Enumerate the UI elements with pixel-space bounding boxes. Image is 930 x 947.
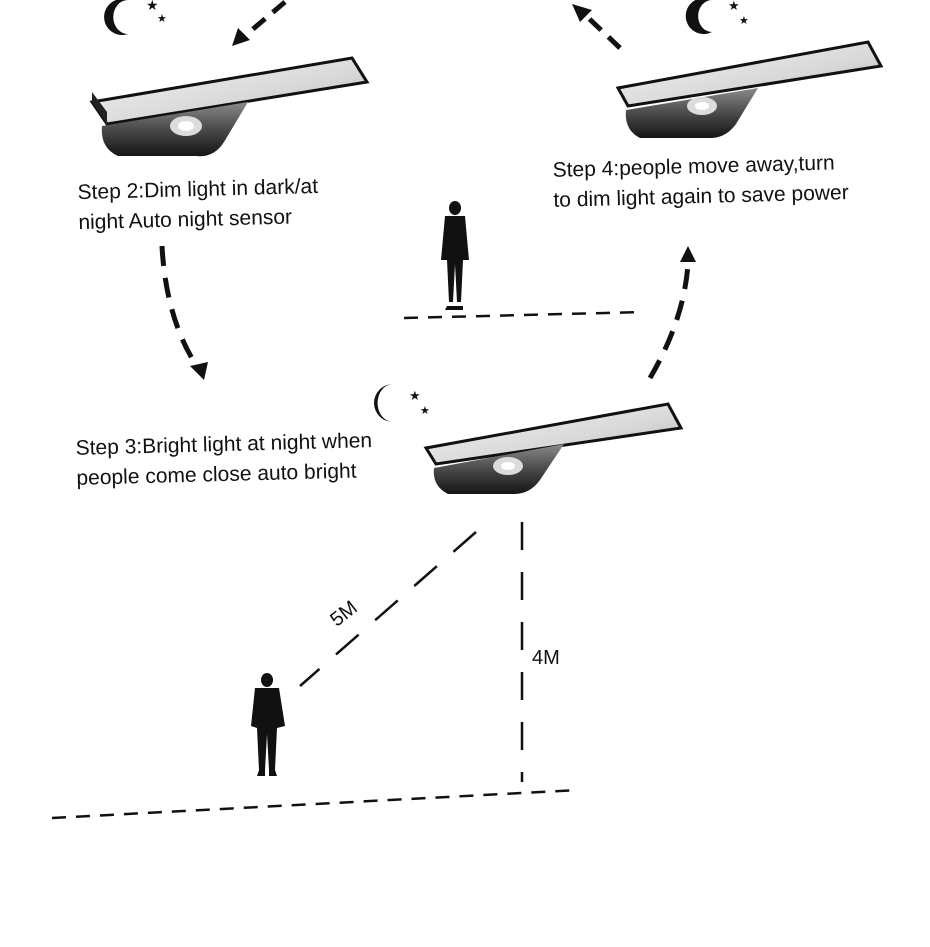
arrow-step1-to-step2 bbox=[232, 0, 287, 46]
svg-text:★: ★ bbox=[728, 0, 740, 14]
svg-text:★: ★ bbox=[739, 14, 749, 27]
ground-line-upper bbox=[403, 310, 645, 320]
arrow-step2-to-step3 bbox=[159, 245, 208, 380]
diagonal-distance-label: 5M bbox=[326, 597, 361, 631]
ground-line-lower bbox=[51, 788, 579, 820]
svg-text:★: ★ bbox=[420, 404, 430, 417]
step3-caption: Step 3:Bright light at night when people… bbox=[75, 426, 373, 494]
svg-text:★: ★ bbox=[146, 0, 159, 14]
moon-stars-icon: ★ ★ bbox=[374, 384, 430, 422]
person-icon bbox=[251, 673, 285, 776]
step2-caption: Step 2:Dim light in dark/at night Auto n… bbox=[77, 172, 319, 238]
lamp-bright-center: ★ ★ bbox=[374, 384, 684, 494]
svg-text:★: ★ bbox=[157, 12, 167, 25]
arrow-step4-out bbox=[572, 4, 622, 50]
step2-line2: night Auto night sensor bbox=[78, 205, 293, 235]
lamp-dim-left: ★ ★ bbox=[89, 0, 370, 157]
lamp-dim-right: ★ ★ bbox=[615, 0, 884, 138]
moon-stars-icon: ★ ★ bbox=[685, 0, 749, 34]
vertical-distance-label: 4M bbox=[532, 647, 560, 669]
moon-stars-icon: ★ ★ bbox=[104, 0, 167, 35]
person-icon bbox=[441, 201, 469, 310]
step4-caption: Step 4:people move away,turn to dim ligh… bbox=[552, 148, 849, 216]
diagonal-distance-line bbox=[299, 531, 477, 687]
svg-text:★: ★ bbox=[409, 389, 421, 404]
arrow-step3-to-step4 bbox=[647, 246, 696, 380]
